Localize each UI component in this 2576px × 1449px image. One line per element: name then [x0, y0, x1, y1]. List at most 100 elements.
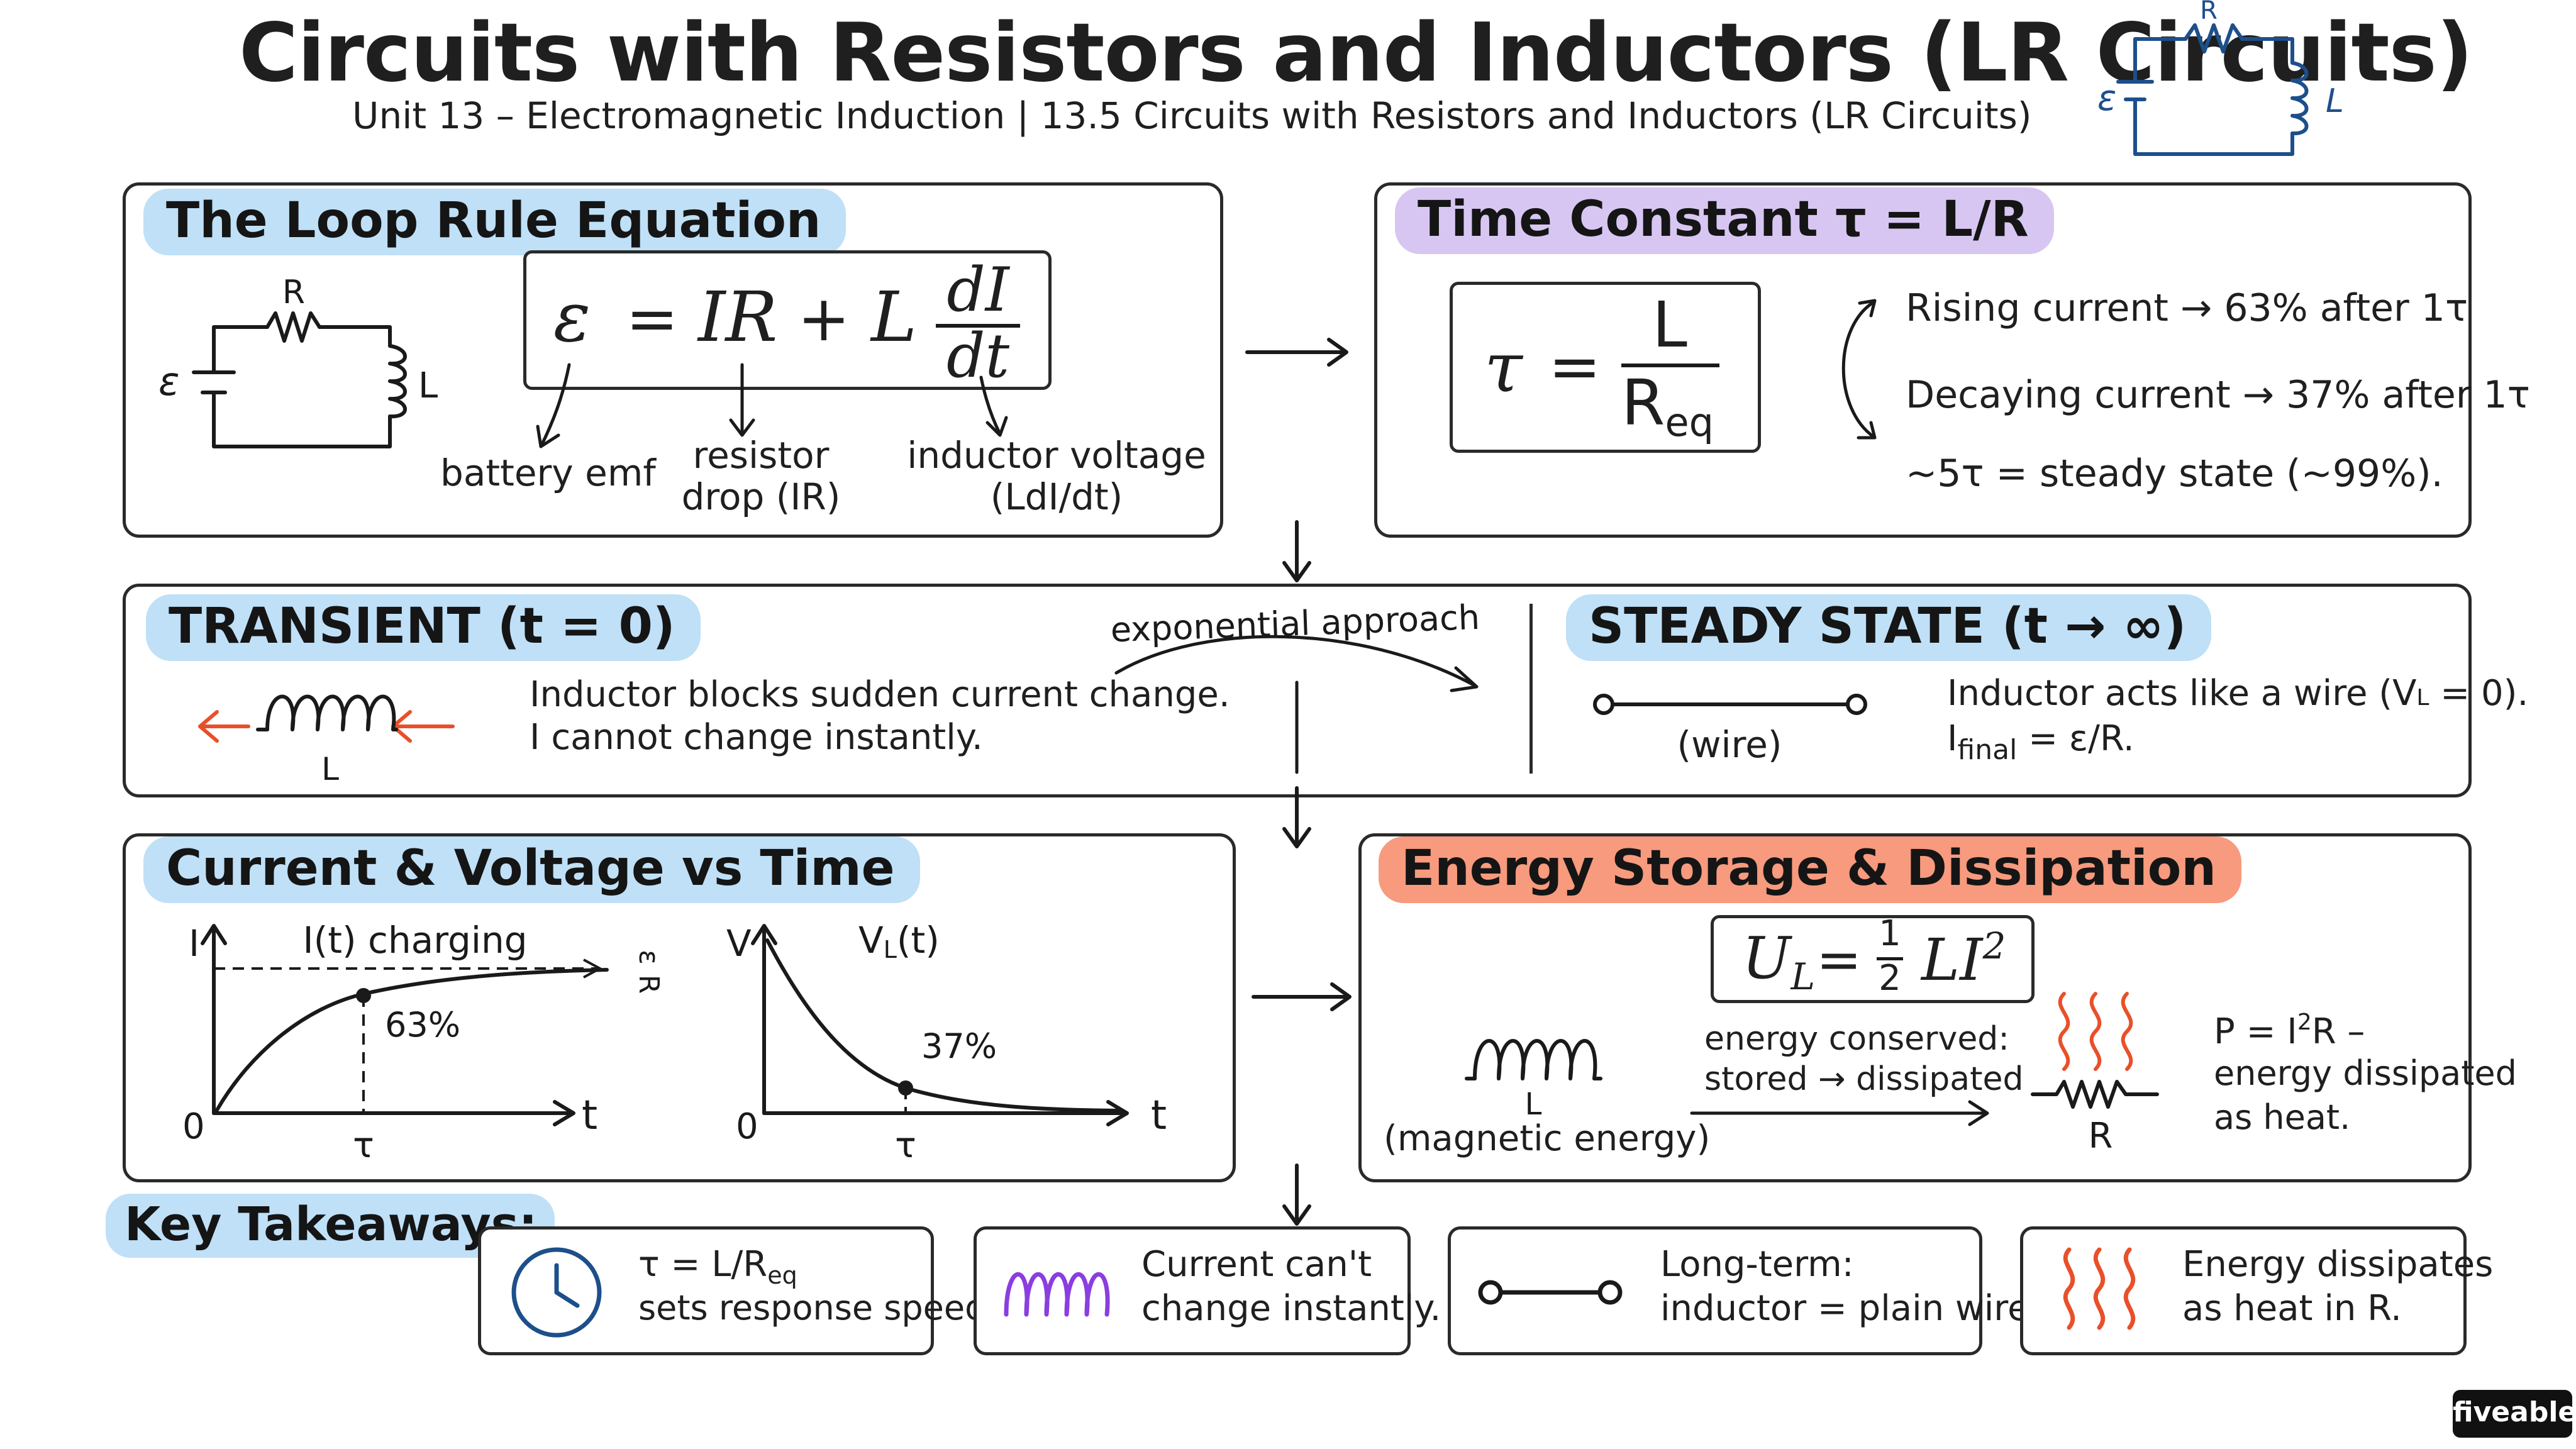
inductor-label-line2: (LdI/dt): [990, 475, 1123, 518]
inductor-label-line1: inductor voltage: [907, 434, 1206, 477]
current-x-axis-label: t: [582, 1092, 597, 1139]
loop-label-arrows: [536, 363, 1008, 448]
takeaway-4-line2: as heat in R.: [2182, 1288, 2402, 1329]
loop-circuit-diagram: R ε L: [158, 274, 438, 448]
energy-formula-rest: LI2: [1921, 924, 2006, 994]
voltage-y-axis-label: V: [726, 922, 752, 965]
power-line1-main: P = I: [2214, 1011, 2297, 1052]
wire-label: (wire): [1677, 723, 1782, 766]
current-graph-title: I(t) charging: [303, 919, 527, 962]
equation-plus: +: [797, 282, 850, 355]
equation-l-term: L: [871, 277, 918, 357]
energy-u-sub: L: [1790, 955, 1816, 998]
steady-text1-main: Inductor acts like a wire (V: [1947, 673, 2417, 714]
takeaways-heading: Key Takeaways:: [106, 1194, 555, 1258]
tau-formula-box: [1450, 282, 1761, 453]
takeaway-2-line2: change instantly.: [1141, 1288, 1441, 1329]
current-y-axis-label: I: [189, 922, 199, 965]
power-line2: energy dissipated: [2214, 1053, 2517, 1093]
loop-resistor-label: R: [282, 274, 305, 311]
tau-denominator-sub: eq: [1665, 399, 1714, 445]
takeaway-1-line1: τ = L/Req: [638, 1244, 797, 1289]
voltage-origin-label: 0: [736, 1106, 758, 1147]
heat-resistor-diagram: R: [2031, 992, 2159, 1157]
energy-inductor-diagram: L: [1465, 1039, 1602, 1119]
energy-heading: Energy Storage & Dissipation: [1379, 836, 2241, 903]
clock-icon: [511, 1247, 602, 1338]
loop-rule-heading: The Loop Rule Equation: [143, 189, 847, 255]
arrow-down-1: [1282, 520, 1311, 582]
transient-inductor-diagram: L: [198, 694, 455, 786]
arrow-down-2: [1282, 786, 1311, 848]
battery-emf-label: battery emf: [440, 452, 656, 494]
page-title: Circuits with Resistors and Inductors (L…: [239, 6, 2473, 100]
tau-symbol: τ: [1484, 327, 1523, 408]
tau-denominator-main: R: [1621, 366, 1665, 440]
voltage-tau-tick: τ: [895, 1125, 916, 1166]
equation-equals: =: [626, 282, 679, 355]
energy-rest-exp: 2: [1982, 924, 2006, 967]
takeaway-3-line1: Long-term:: [1660, 1244, 1854, 1285]
steady-state-heading: STEADY STATE (t → ∞): [1566, 594, 2212, 661]
transient-divider: [1530, 604, 1533, 774]
page-subtitle: Unit 13 – Electromagnetic Induction | 13…: [352, 94, 2032, 137]
takeaway-3-line2: inductor = plain wire.: [1660, 1288, 2041, 1329]
rising-current-text: Rising current → 63% after 1τ: [1906, 286, 2468, 330]
tau-numerator: L: [1652, 288, 1687, 362]
steady-text1-sub: L: [2416, 685, 2429, 711]
arrow-down-3: [1282, 1163, 1311, 1226]
takeaway-1-line2: sets response speed: [638, 1288, 987, 1328]
loop-inductor-label: L: [418, 365, 438, 406]
magnetic-energy-caption: (magnetic energy): [1384, 1118, 1711, 1159]
energy-conserved-line1: energy conserved:: [1704, 1020, 2009, 1058]
voltage-37-marker: 37%: [921, 1026, 997, 1066]
decaying-current-text: Decaying current → 37% after 1τ: [1906, 373, 2530, 417]
steady-text2-sub: final: [1957, 734, 2018, 766]
fiveable-logo-text: fiveable: [2453, 1396, 2576, 1428]
equation-denominator: dt: [946, 321, 1010, 391]
steady-text2-main: I: [1947, 718, 1958, 759]
power-line1-end: R –: [2311, 1011, 2365, 1052]
energy-rest-main: LI: [1921, 926, 1983, 994]
transient-heading: TRANSIENT (t = 0): [146, 594, 701, 661]
energy-flow-arrow: [1690, 1100, 1989, 1126]
energy-formula-box: [1711, 915, 2035, 1003]
steady-text-line1: Inductor acts like a wire (VL = 0).: [1947, 673, 2528, 714]
power-line1: P = I2R –: [2214, 1009, 2365, 1052]
power-line3: as heat.: [2214, 1097, 2351, 1137]
voltage-title-end: (t): [897, 919, 940, 962]
transient-text-line1: Inductor blocks sudden current change.: [530, 674, 1230, 715]
resistor-label-line2: drop (IR): [681, 475, 841, 518]
tau-equals: =: [1548, 330, 1601, 403]
energy-formula-u: UL: [1742, 924, 1815, 998]
voltage-title-main: V: [858, 919, 884, 962]
equation-emf: ε: [553, 277, 591, 357]
exponential-approach-arrow: exponential approach: [1110, 597, 1480, 774]
current-graph: I t 0 I(t) charging 63% τ ε R: [182, 919, 665, 1166]
steady-wire-diagram: [1593, 694, 1867, 715]
takeaway-card-4: [2020, 1226, 2467, 1355]
equation-numerator: dI: [947, 255, 1009, 325]
corner-inductor-label: L: [2326, 82, 2344, 120]
arrow-right-bottom: [1252, 982, 1352, 1011]
fiveable-logo: [2453, 1390, 2572, 1438]
voltage-title-sub: L: [884, 936, 897, 963]
energy-half-den: 2: [1879, 958, 1901, 999]
voltage-graph-title: VL(t): [858, 919, 940, 963]
steady-text2-end: = ε/R.: [2017, 718, 2135, 759]
energy-formula-equals: =: [1816, 928, 1862, 991]
energy-u-main: U: [1742, 924, 1791, 992]
corner-circuit-diagram: R ε L: [2097, 0, 2344, 156]
takeaway-2-line1: Current can't: [1141, 1244, 1372, 1285]
energy-half-bar: [1877, 957, 1903, 960]
tau-fraction-bar: [1621, 364, 1719, 367]
takeaway-1-line1-main: τ = L/R: [638, 1244, 768, 1285]
power-line1-exp: 2: [2297, 1009, 2312, 1035]
resistor-label-line1: resistor: [692, 434, 830, 477]
transient-text-line2: I cannot change instantly.: [530, 717, 983, 758]
voltage-x-axis-label: t: [1151, 1092, 1167, 1139]
steady-state-time-text: ~5τ = steady state (~99%).: [1906, 452, 2443, 496]
voltage-graph: V t 0 VL(t) 37% τ: [726, 919, 1167, 1166]
graphs-heading: Current & Voltage vs Time: [143, 836, 920, 903]
steady-text1-end: = 0).: [2429, 673, 2529, 714]
